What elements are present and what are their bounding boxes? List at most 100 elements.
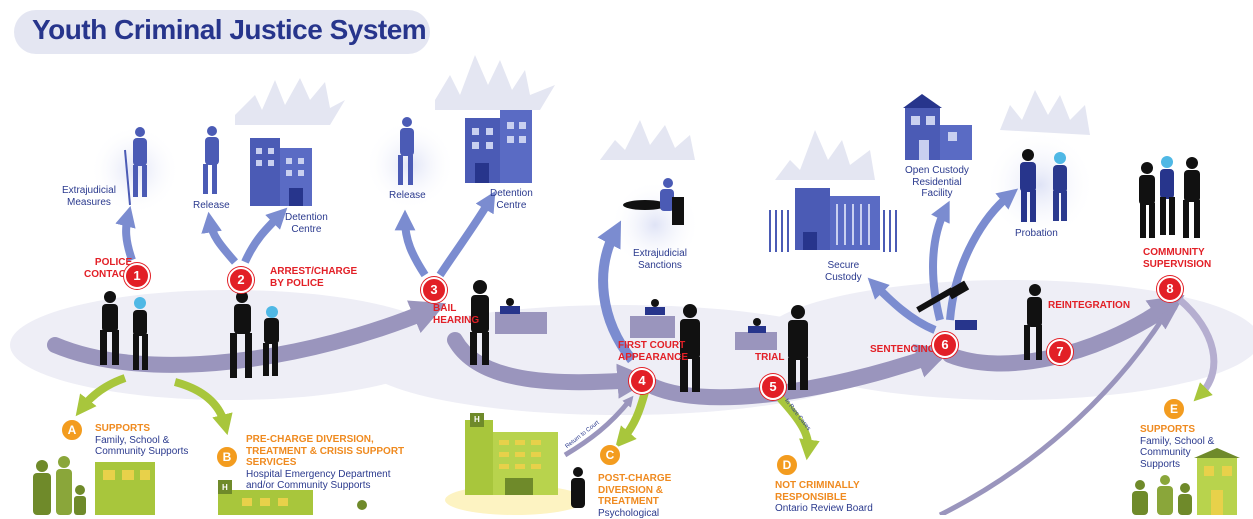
label-line: ARREST/CHARGE bbox=[270, 266, 357, 278]
hospital-sign-b: H bbox=[222, 483, 228, 492]
label-line: Facility bbox=[905, 188, 969, 200]
label-line: Detention bbox=[285, 212, 328, 224]
label-probation: Probation bbox=[1015, 228, 1058, 240]
label-line: FIRST COURT bbox=[618, 340, 688, 352]
label-extrajudicial-measures: Extrajudicial Measures bbox=[62, 185, 116, 208]
support-a-marker: A bbox=[60, 418, 84, 442]
support-a-text: SUPPORTS Family, School & Community Supp… bbox=[95, 423, 188, 458]
label-line: Custody bbox=[825, 272, 862, 284]
support-b-text: PRE-CHARGE DIVERSION, TREATMENT & CRISIS… bbox=[246, 434, 404, 492]
label-line: Detention bbox=[490, 188, 533, 200]
stage-5-marker: 5 bbox=[760, 374, 786, 400]
arrow-3-release bbox=[405, 220, 425, 275]
arrow-2-detention bbox=[245, 215, 280, 262]
label-detention-2: Detention Centre bbox=[285, 212, 328, 235]
stage-1-marker: 1 bbox=[124, 263, 150, 289]
label-extrajudicial-sanctions: Extrajudicial Sanctions bbox=[633, 248, 687, 271]
arrow-1-up bbox=[126, 216, 132, 260]
glow-prob bbox=[985, 130, 1095, 240]
burst-detention-2 bbox=[235, 78, 345, 125]
stage-8-label: COMMUNITY SUPERVISION bbox=[1143, 247, 1211, 270]
support-c-text: POST-CHARGE DIVERSION & TREATMENT Psycho… bbox=[598, 473, 671, 519]
stage-7-marker: 7 bbox=[1047, 339, 1073, 365]
label-release-2: Release bbox=[193, 200, 230, 212]
figure-group-8 bbox=[1139, 156, 1200, 238]
detention-building-3 bbox=[465, 110, 532, 183]
label-detention-3: Detention Centre bbox=[490, 188, 533, 211]
page-title: Youth Criminal Justice System bbox=[32, 14, 426, 46]
support-c-title-1: POST-CHARGE bbox=[598, 473, 671, 485]
support-d-title-2: RESPONSIBLE bbox=[775, 492, 873, 504]
label-line: Sanctions bbox=[633, 260, 687, 272]
stage-7-label: REINTEGRATION bbox=[1048, 300, 1130, 312]
stage-4-marker: 4 bbox=[629, 368, 655, 394]
arrow-3-detention bbox=[440, 200, 490, 275]
support-e-detail-1: Family, School & bbox=[1140, 436, 1214, 448]
support-a-scene bbox=[33, 456, 155, 515]
support-a-detail-1: Family, School & bbox=[95, 435, 188, 447]
support-e-title: SUPPORTS bbox=[1140, 424, 1214, 436]
support-a-title: SUPPORTS bbox=[95, 423, 188, 435]
label-line: REINTEGRATION bbox=[1048, 300, 1130, 312]
stage-2-label: ARREST/CHARGE BY POLICE bbox=[270, 266, 357, 289]
label-line: Residential bbox=[905, 177, 969, 189]
open-custody-house bbox=[903, 94, 972, 160]
support-b-detail-2: and/or Community Supports bbox=[246, 480, 404, 492]
support-b-detail-1: Hospital Emergency Department bbox=[246, 469, 404, 481]
label-line: Release bbox=[193, 200, 230, 212]
label-line: Centre bbox=[285, 224, 328, 236]
burst-probation bbox=[1000, 90, 1090, 135]
support-c-title-2: DIVERSION & bbox=[598, 485, 671, 497]
figure-release-2 bbox=[203, 126, 219, 194]
label-line: POLICE bbox=[84, 257, 132, 269]
stage-4-label: FIRST COURT APPEARANCE bbox=[618, 340, 688, 363]
label-line: BY POLICE bbox=[270, 278, 357, 290]
label-line: Probation bbox=[1015, 228, 1058, 240]
support-b-marker: B bbox=[215, 445, 239, 469]
support-c-scene bbox=[445, 413, 585, 515]
stage-8-marker: 8 bbox=[1157, 276, 1183, 302]
label-line: Extrajudicial bbox=[62, 185, 116, 197]
support-e-text: SUPPORTS Family, School & Community Supp… bbox=[1140, 424, 1214, 470]
detention-building-2 bbox=[250, 138, 312, 206]
burst-detention-3 bbox=[435, 55, 555, 110]
label-line: Release bbox=[389, 190, 426, 202]
stage-6-marker: 6 bbox=[932, 332, 958, 358]
support-b-title-3: SERVICES bbox=[246, 457, 404, 469]
support-d-marker: D bbox=[775, 453, 799, 477]
support-c-detail-1: Psychological bbox=[598, 508, 671, 519]
label-line: Open Custody bbox=[905, 165, 969, 177]
stage-3-label: BAIL HEARING bbox=[433, 303, 479, 326]
support-e-marker: E bbox=[1162, 397, 1186, 421]
burst-sanctions bbox=[600, 120, 695, 160]
label-line: Measures bbox=[62, 197, 116, 209]
label-open-custody: Open Custody Residential Facility bbox=[905, 165, 969, 200]
label-line: TRIAL bbox=[755, 352, 784, 364]
stage-6-label: SENTENCING bbox=[870, 344, 936, 356]
arrow-2-release bbox=[210, 222, 235, 262]
label-line: Centre bbox=[490, 200, 533, 212]
stage-2-marker: 2 bbox=[228, 267, 254, 293]
label-line: Extrajudicial bbox=[633, 248, 687, 260]
support-c-title-3: TREATMENT bbox=[598, 496, 671, 508]
stage-3-marker: 3 bbox=[421, 277, 447, 303]
support-b-title-2: TREATMENT & CRISIS SUPPORT bbox=[246, 446, 404, 458]
label-line: SENTENCING bbox=[870, 344, 936, 356]
support-d-title-1: NOT CRIMINALLY bbox=[775, 480, 873, 492]
support-c-marker: C bbox=[598, 443, 622, 467]
secure-custody-building bbox=[770, 188, 896, 252]
burst-secure bbox=[775, 130, 875, 180]
label-line: Secure bbox=[825, 260, 862, 272]
label-line: APPEARANCE bbox=[618, 352, 688, 364]
label-line: BAIL bbox=[433, 303, 479, 315]
label-line: COMMUNITY bbox=[1143, 247, 1211, 259]
stage-5-label: TRIAL bbox=[755, 352, 784, 364]
support-e-detail-3: Supports bbox=[1140, 459, 1214, 471]
label-release-3: Release bbox=[389, 190, 426, 202]
label-line: HEARING bbox=[433, 315, 479, 327]
support-b-title-1: PRE-CHARGE DIVERSION, bbox=[246, 434, 404, 446]
support-d-text: NOT CRIMINALLY RESPONSIBLE Ontario Revie… bbox=[775, 480, 873, 515]
hospital-sign-c: H bbox=[474, 415, 480, 424]
support-e-detail-2: Community bbox=[1140, 447, 1214, 459]
